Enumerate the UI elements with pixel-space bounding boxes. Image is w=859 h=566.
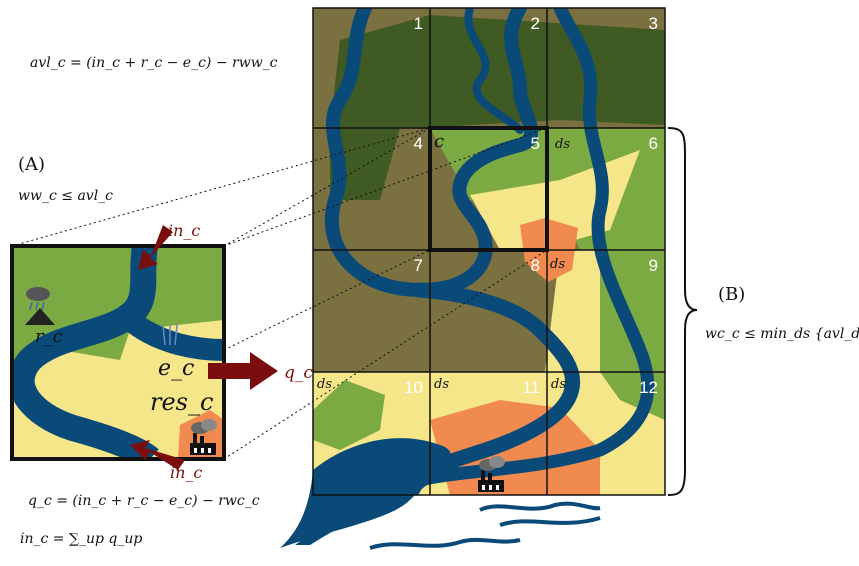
panel-a-label: (A) (18, 154, 45, 175)
cell-number-5: 5 (531, 134, 540, 153)
ds-label-11: ds (434, 377, 449, 392)
rain-icon (29, 301, 45, 311)
outflow-arrow (208, 352, 278, 390)
cell-c-label: c (434, 131, 444, 152)
cell-number-1: 1 (414, 14, 423, 33)
forest-dark-2 (330, 128, 400, 200)
res-c-label: res_c (150, 388, 213, 416)
ds-label-10: ds (317, 377, 332, 392)
rain-cloud-icon (26, 287, 50, 301)
in-c-top-label: in_c (168, 221, 200, 240)
cell-number-10: 10 (404, 378, 423, 397)
q-c-label: q_c (284, 363, 313, 383)
river-network (324, 8, 655, 495)
cell-number-9: 9 (649, 256, 658, 275)
cell-number-12: 12 (639, 378, 658, 397)
highlight-cell-c (428, 126, 549, 252)
zoom-lines (11, 127, 548, 460)
cell-number-3: 3 (649, 14, 658, 33)
equation-q: q_c = (in_c + r_c − e_c) − rwc_c (28, 493, 260, 509)
cell-number-2: 2 (531, 14, 540, 33)
river-delta (280, 438, 601, 550)
cell-number-8: 8 (531, 256, 540, 275)
r-c-label: r_c (35, 326, 63, 347)
brace-b (667, 127, 698, 496)
equation-avl: avl_c = (in_c + r_c − e_c) − rww_c (30, 55, 278, 71)
panel-b-label: (B) (718, 284, 745, 305)
tent-icon (25, 308, 55, 325)
inset-cell-a: in_c in_c q_c r_c e_c res_c (10, 221, 313, 482)
cell-number-6: 6 (649, 134, 658, 153)
equation-ww: ww_c ≤ avl_c (18, 188, 113, 204)
flow-arrows (130, 225, 278, 470)
ds-label-6: ds (555, 137, 570, 152)
inflow-arrow-bottom (130, 440, 185, 470)
equation-in: in_c = ∑_up q_up (20, 531, 142, 547)
ds-label-12: ds (551, 377, 566, 392)
ds-label-8: ds (550, 257, 565, 272)
cell-number-4: 4 (414, 134, 423, 153)
equation-wc: wc_c ≤ min_ds {avl_ds} (705, 326, 859, 342)
in-c-bottom-label: in_c (170, 463, 202, 482)
inflow-arrow-top (138, 225, 173, 270)
cell-number-7: 7 (414, 256, 423, 275)
e-c-label: e_c (158, 356, 194, 381)
evaporation-icon (162, 324, 178, 346)
grass-bottom-left (313, 380, 385, 450)
cell-number-11: 11 (522, 378, 540, 397)
